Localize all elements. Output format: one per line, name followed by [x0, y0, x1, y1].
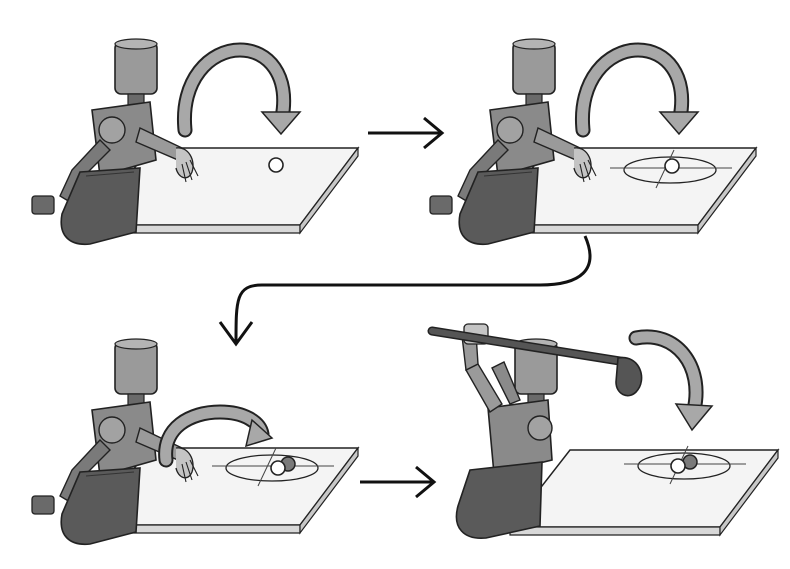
- panel-1: [31, 38, 359, 246]
- panel-3: [31, 338, 359, 546]
- motion-arrow: [184, 50, 300, 134]
- flow-arrow-1-to-2: [368, 116, 445, 150]
- ball: [270, 460, 286, 476]
- flow-arrow-3-to-4: [360, 465, 437, 499]
- motion-arrow: [582, 50, 698, 134]
- panel-4: [427, 323, 779, 539]
- ball: [664, 158, 680, 174]
- ball: [268, 157, 284, 173]
- flow-arrow-2-to-3: [218, 235, 592, 347]
- swing-arrow: [628, 329, 714, 432]
- motion-arrow: [158, 404, 274, 468]
- ball: [670, 458, 686, 474]
- panel-2: [429, 38, 757, 246]
- table: [509, 449, 779, 536]
- golf-club: [427, 326, 643, 397]
